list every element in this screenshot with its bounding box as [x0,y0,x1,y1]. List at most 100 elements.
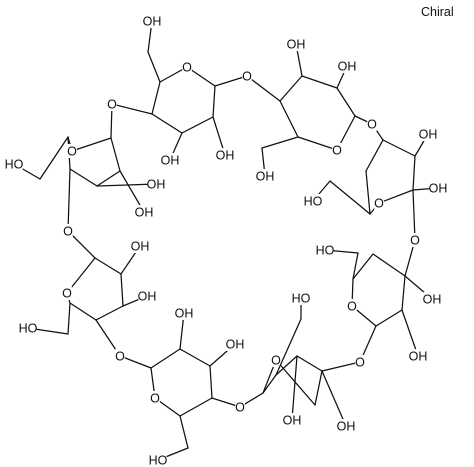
ring-bond [151,113,183,134]
ch2-bond [39,136,69,180]
hydroxyl-group-knockout [226,337,244,351]
hydroxymethyl-group: HO [304,195,323,209]
ring-bond [365,139,384,172]
ring-bond [209,365,213,399]
ring-bond [151,81,161,115]
glycosidic-oxygen: O [63,225,73,239]
glycosidic-oxygen: O [367,118,377,132]
hydroxyl-group: OH [147,178,166,192]
glycosidic-oxygen: O [242,70,252,84]
ring-bond [382,139,416,157]
hydroxyl-group-knockout [135,205,153,219]
ring-bond [301,75,338,89]
hydroxymethyl-group: HO [316,244,335,258]
hydroxyl-bond [401,309,419,357]
glycosidic-bond [67,168,71,232]
hydroxyl-group-knockout [161,153,179,167]
ch2-bond [179,415,189,449]
glycosidic-oxygen: O [115,350,125,364]
ring-bond [314,370,323,406]
hydroxyl-group-knockout [283,413,301,427]
ring-bond [110,137,121,172]
hydroxyl-group: OH [429,182,448,196]
ring-bond [296,355,323,372]
glycosidic-oxygen: O [235,401,245,415]
ch2-bond [147,51,161,83]
ring-bond [365,170,371,215]
ring-oxygen: O [332,144,342,158]
ch2-bond [329,180,371,215]
hydroxyl-group-knockout [216,148,234,162]
ring-bond [412,155,416,191]
ring-oxygen: O [347,300,357,314]
ring-oxygen-knockout [62,286,72,300]
ring-oxygen-knockout [67,144,77,158]
ring-bond [297,136,338,151]
glycosidic-oxygen-knockout [115,349,125,363]
hydroxymethyl-group-knockout [19,321,37,335]
hydroxyl-group-knockout [175,306,193,320]
hydroxymethyl-group: OH [143,15,162,29]
hydroxyl-group: OH [419,128,438,142]
hydroxymethyl-group: HO [292,292,311,306]
hydroxyl-group-knockout [287,37,305,51]
ring-oxygen-knockout [347,299,357,313]
hydroxyl-group: OH [131,240,150,254]
hydroxymethyl-group-knockout [304,194,322,208]
chiral-label: Chiral [421,5,454,19]
glycosidic-oxygen-knockout [367,117,377,131]
hydroxyl-group-knockout [337,419,355,433]
ring-bond [372,253,406,277]
ring-oxygen-knockout [182,60,192,74]
hydroxymethyl-group: HO [149,454,168,467]
hydroxyl-group-knockout [147,177,165,191]
ring-bond [352,253,374,280]
hydroxyl-group-knockout [423,292,441,306]
hydroxyl-group: OH [337,420,356,434]
hydroxyl-group: OH [135,206,154,220]
ring-bond [150,348,181,369]
hydroxymethyl-group-knockout [292,291,310,305]
hydroxymethyl-group-knockout [316,243,334,257]
ring-oxygen: O [182,61,192,75]
ring-oxygen: O [150,392,160,406]
glycosidic-oxygen: O [410,234,420,248]
ch2-bond [352,252,359,280]
hydroxyl-group: OH [226,338,245,352]
ring-oxygen: O [62,287,72,301]
ring-bond [96,170,121,187]
ring-bond [181,116,214,134]
ring-bond [262,374,277,394]
ring-oxygen: O [374,197,384,211]
ring-bond [401,275,406,311]
hydroxyl-group-knockout [409,349,427,363]
ring-bond [71,137,112,152]
ring-oxygen-knockout [150,391,160,405]
ring-bond [69,302,97,321]
hydroxyl-bond [321,370,347,427]
ring-bond [378,189,414,204]
ring-bond [212,85,216,118]
hydroxyl-group-knockout [131,239,149,253]
glycosidic-bond [119,355,152,369]
ring-bond [336,87,356,117]
hydroxyl-group: OH [216,149,235,163]
ring-bond [279,75,303,102]
glycosidic-oxygen-knockout [410,233,420,247]
ring-oxygen-knockout [374,196,384,210]
glycosidic-oxygen-knockout [235,400,245,414]
hydroxyl-group: OH [423,293,442,307]
hydroxymethyl-group-knockout [149,453,167,467]
glycosidic-oxygen-knockout [242,69,252,83]
ring-bond [69,168,98,187]
ring-bond [120,273,124,307]
hydroxyl-group-knockout [338,59,356,73]
hydroxyl-group: OH [338,60,357,74]
ch2-bond [67,302,71,335]
ring-bond [179,348,211,367]
ring-bond [179,397,213,417]
glycosidic-bond [214,75,248,87]
ring-oxygen: O [271,354,281,368]
